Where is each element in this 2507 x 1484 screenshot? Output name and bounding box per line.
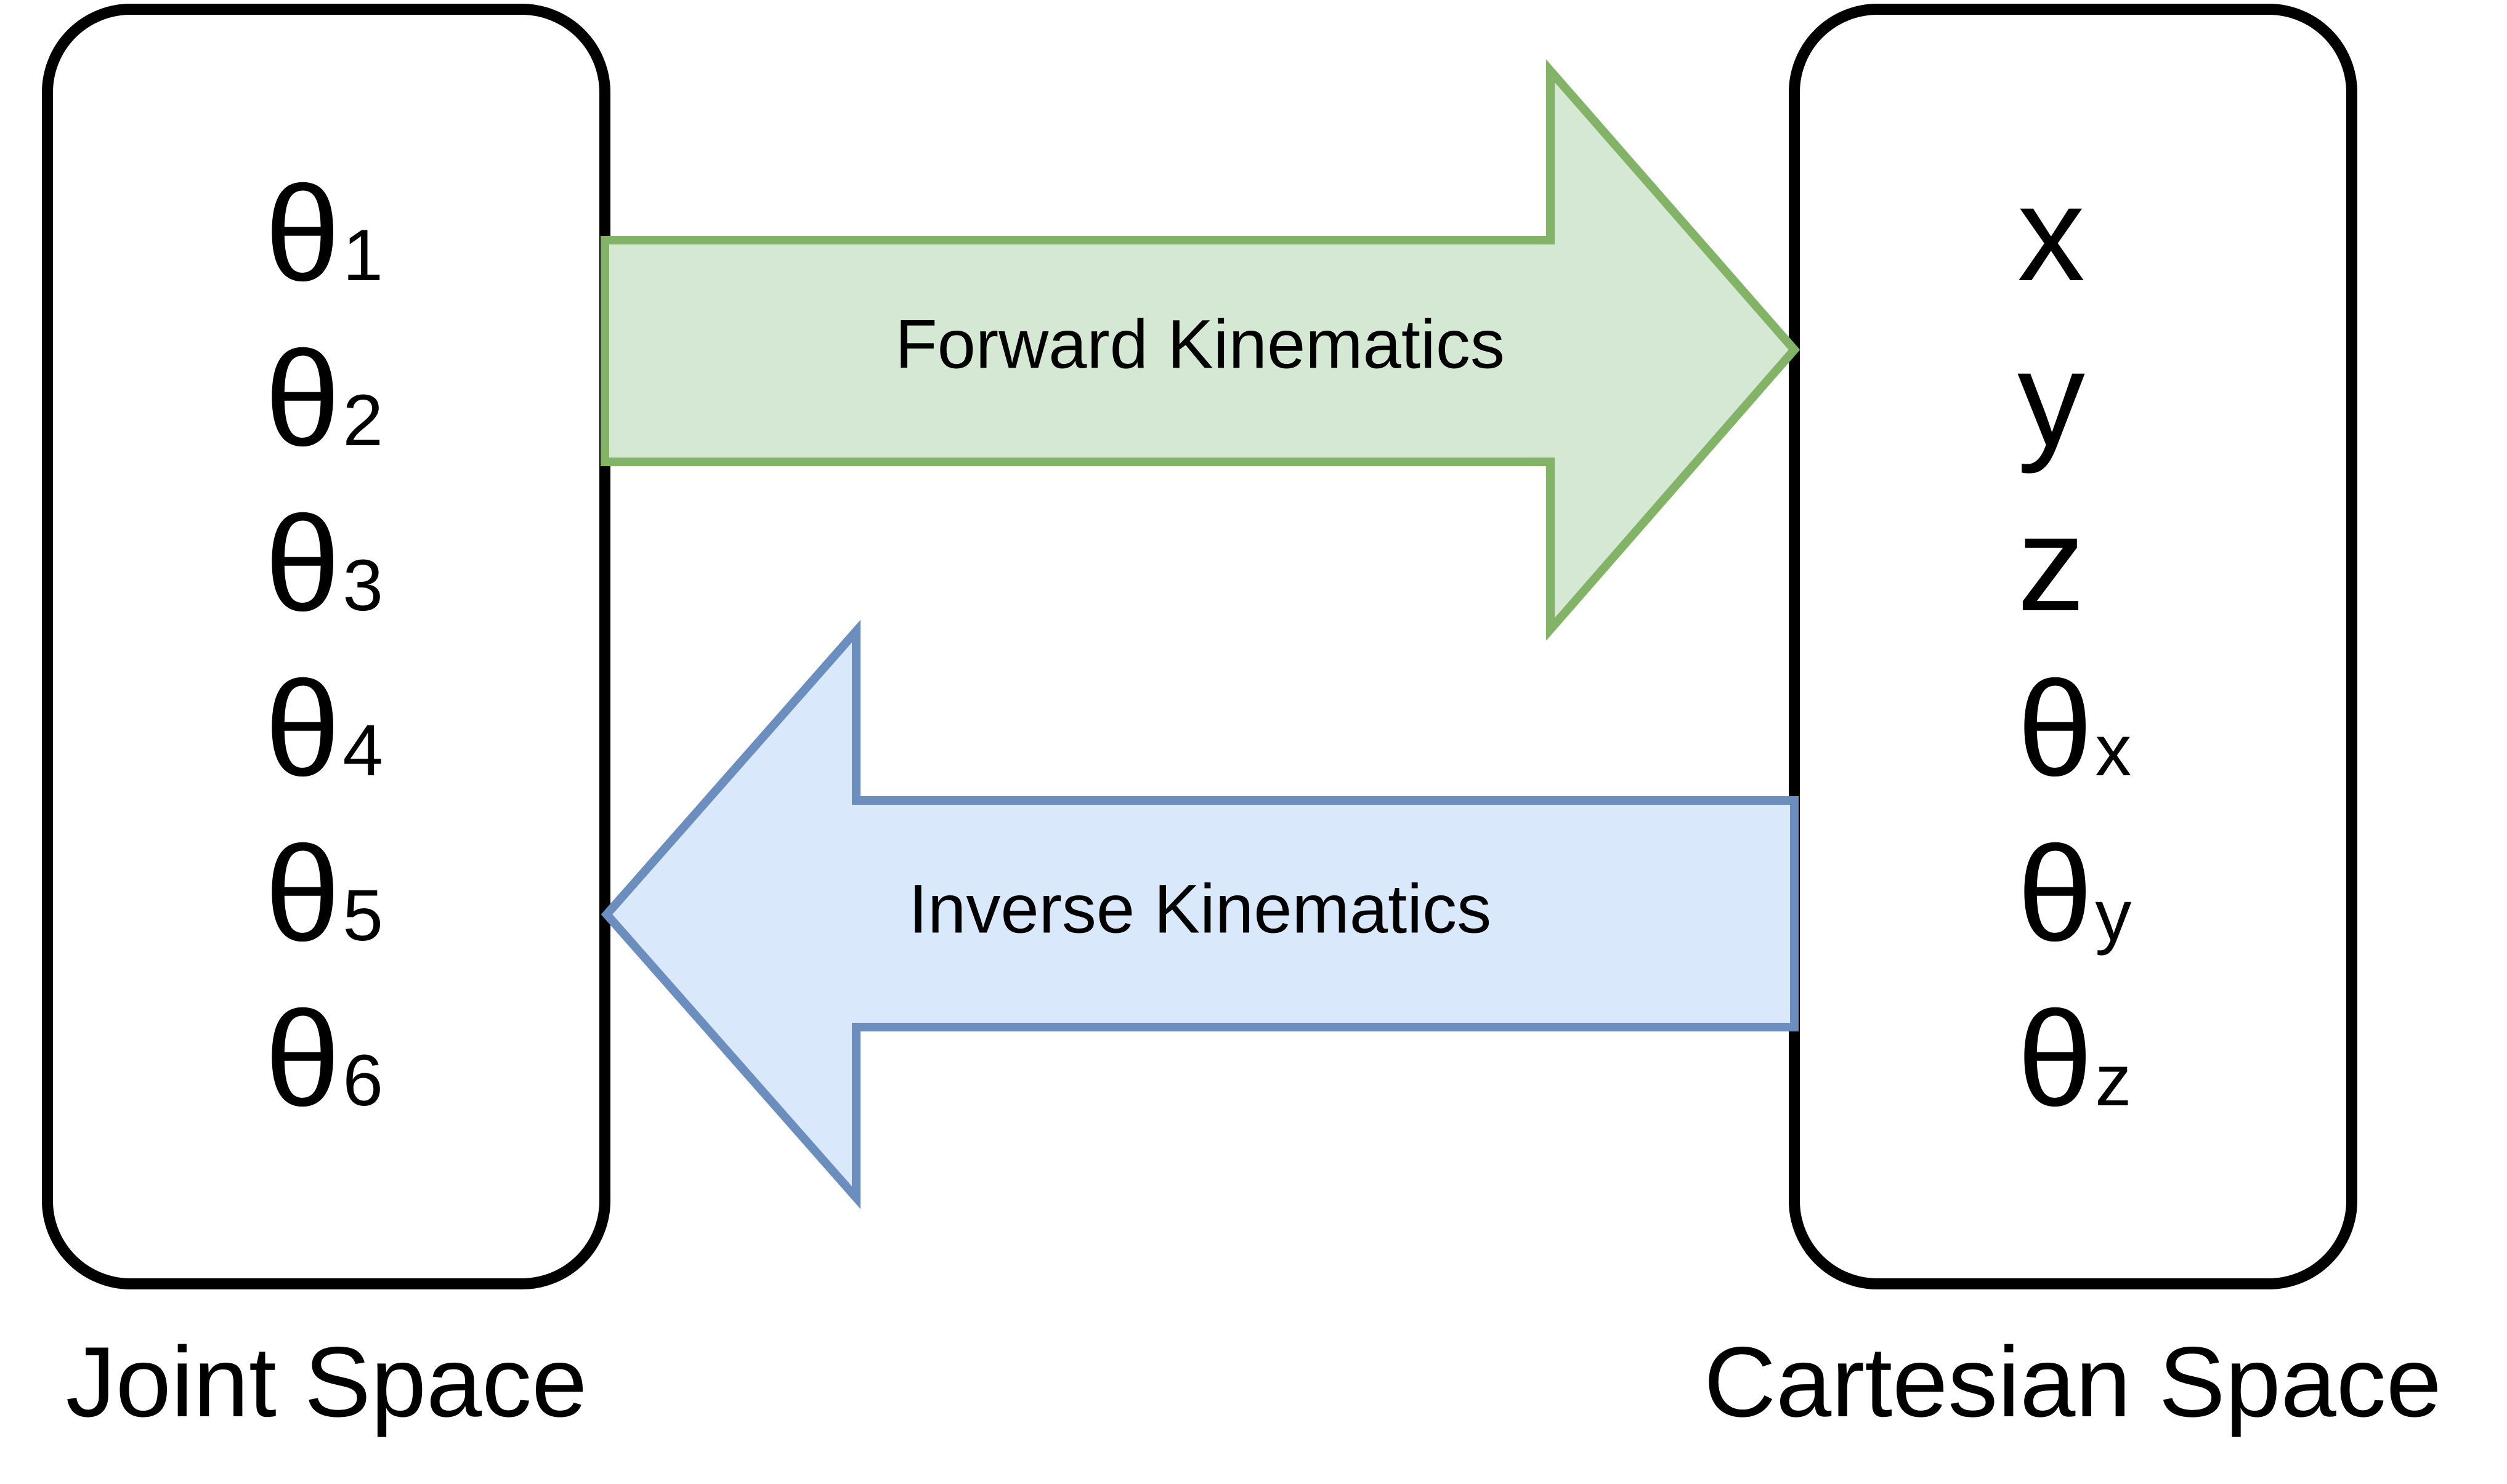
joint-variable-theta-2: θ2 [265,323,383,474]
joint-variable-theta-6: θ6 [265,983,383,1134]
joint-variable-theta-4: θ4 [265,653,383,804]
inverse-kinematics-label: Inverse Kinematics [909,871,1491,948]
cartesian-variable-x: x [2017,158,2085,309]
forward-kinematics-label: Forward Kinematics [895,306,1505,383]
cartesian-variable-theta-x: θx [2017,653,2131,804]
cartesian-variable-y: y [2017,323,2085,474]
forward-kinematics-arrow: Forward Kinematics [601,59,1800,641]
cartesian-variable-z: z [2017,488,2085,639]
cartesian-space-caption: Cartesian Space [1704,1326,2442,1438]
joint-variable-theta-3: θ3 [265,488,383,639]
joint-space-caption: Joint Space [66,1326,588,1438]
joint-variable-theta-1: θ1 [265,158,383,309]
joint-variable-theta-5: θ5 [265,818,383,969]
inverse-kinematics-arrow: Inverse Kinematics [601,619,1799,1209]
cartesian-variable-theta-y: θy [2017,818,2131,969]
cartesian-variable-theta-z: θz [2017,983,2131,1134]
